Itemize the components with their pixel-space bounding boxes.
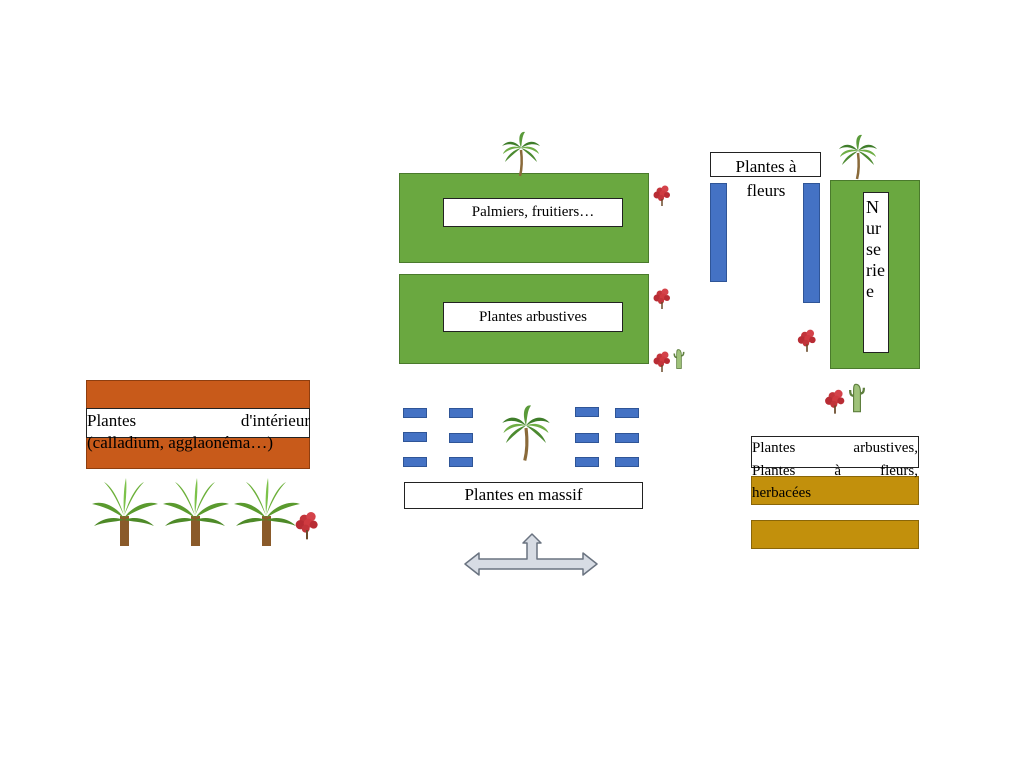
interieur-word: d'intérieur <box>240 411 310 430</box>
mixte-word: Plantes <box>752 440 796 456</box>
nurserie-line: se <box>866 239 881 259</box>
mixte-word: fleurs, <box>880 463 918 479</box>
nurserie-line: ur <box>866 218 881 238</box>
massif-row <box>615 433 639 443</box>
mixte-label-box <box>751 436 919 468</box>
nurserie-line: N <box>866 197 879 217</box>
flowering-shrub-icon <box>652 287 672 311</box>
massif-row <box>403 457 427 467</box>
massif-row <box>403 408 427 418</box>
interieur-text: Plantes d'intérieur (calladium, agglaoné… <box>87 410 310 454</box>
interieur-word: Plantes <box>87 411 137 430</box>
palm-tree-icon <box>838 133 878 181</box>
flower-strip-left <box>710 183 727 282</box>
banana-plant-icon <box>161 476 231 548</box>
interieur-detail: (calladium, agglaonéma…) <box>87 433 273 452</box>
massif-row <box>575 407 599 417</box>
banana-plant-icon <box>232 476 302 548</box>
massif-row <box>449 457 473 467</box>
massif-row <box>575 457 599 467</box>
flowering-shrub-icon <box>823 388 847 416</box>
mixte-word: à <box>834 463 842 479</box>
massif-label: Plantes en massif <box>404 482 643 509</box>
massif-row <box>449 433 473 443</box>
flower-strip-right <box>803 183 820 303</box>
massif-row <box>575 433 599 443</box>
massif-row <box>615 457 639 467</box>
mixte-word: herbacées <box>752 485 812 501</box>
palm-tree-icon <box>501 130 541 178</box>
massif-row <box>449 408 473 418</box>
double-arrow-icon <box>463 532 600 576</box>
flowering-shrub-icon <box>652 184 672 208</box>
interieur-label-band <box>86 408 310 438</box>
massif-row <box>615 408 639 418</box>
nurserie-line: e <box>866 281 874 301</box>
mixte-bed-2 <box>751 520 919 549</box>
flowering-shrub-icon <box>796 328 818 354</box>
fleurs-label: Plantes à fleurs <box>710 152 821 202</box>
cactus-icon <box>849 380 865 416</box>
mixte-bed-1 <box>751 476 919 505</box>
banana-plant-icon <box>90 476 160 548</box>
fleurs-label-text: Plantes à fleurs <box>735 157 797 200</box>
cactus-icon <box>672 348 686 370</box>
palm-tree-icon <box>500 403 552 463</box>
arbustives-label: Plantes arbustives <box>443 302 623 332</box>
mixte-word: Plantes <box>752 463 796 479</box>
mixte-text: Plantes arbustives, Plantes à fleurs, he… <box>752 437 918 504</box>
nurserie-label: N ur se rie e <box>863 192 889 353</box>
massif-row <box>403 432 427 442</box>
flowering-shrub-icon <box>652 350 672 374</box>
palmiers-label: Palmiers, fruitiers… <box>443 198 623 227</box>
nurserie-line: rie <box>866 260 885 280</box>
mixte-word: arbustives, <box>853 440 918 456</box>
